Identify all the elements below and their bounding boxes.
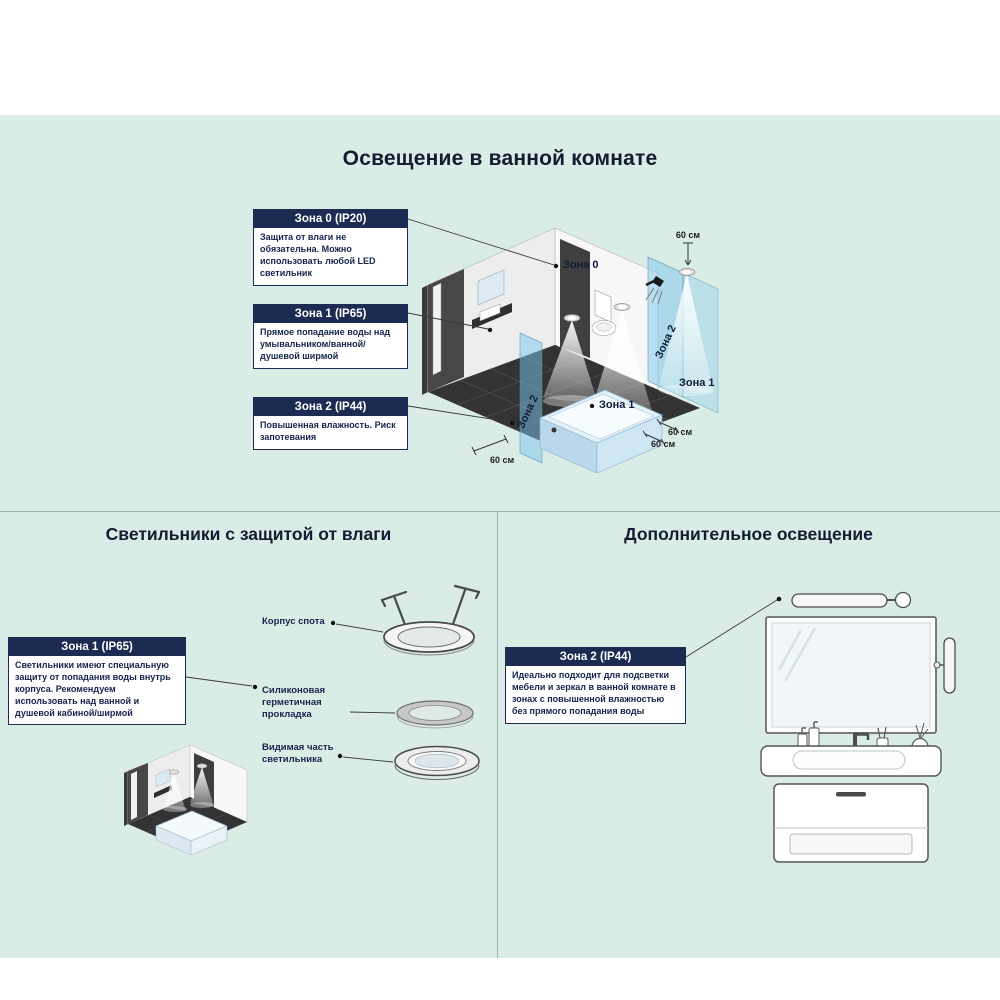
zone0-callout: Зона 0 (IP20) Защита от влаги не обязате…	[253, 209, 408, 286]
spot-housing-label: Корпус спота	[262, 616, 325, 627]
additional-section-title: Дополнительное освещение	[624, 524, 873, 544]
fixtures-section-title: Светильники с защитой от влаги	[105, 524, 392, 544]
additional-callout-connector	[685, 596, 782, 658]
callout-connectors	[407, 218, 595, 426]
washbasin-counter	[760, 745, 942, 777]
additional-zone2-callout-body: Идеально подходит для подсветки мебели и…	[512, 670, 676, 716]
visible-trim-ring	[394, 745, 480, 780]
fixtures-zone1-callout: Зона 1 (IP65) Светильники имеют специаль…	[8, 637, 186, 726]
ceiling-spot-icons	[563, 268, 696, 322]
toilet	[591, 289, 617, 336]
horizontal-divider	[0, 511, 1000, 512]
mirror-and-sink	[472, 269, 512, 329]
dimension-label-right-upper: 60 см	[668, 427, 693, 437]
zone2-callout-header: Зона 2 (IP44)	[254, 398, 407, 416]
vanity-illustration	[760, 591, 956, 863]
silicone-gasket	[396, 700, 474, 729]
zone1-right-diagram-label: Зона 1	[679, 377, 715, 389]
zone0-callout-header: Зона 0 (IP20)	[254, 210, 407, 228]
zone2-callout: Зона 2 (IP44) Повышенная влажность. Риск…	[253, 397, 408, 450]
dimension-label-top: 60 см	[675, 230, 701, 240]
zone1-callout-body: Прямое попадание воды над умывальником/в…	[260, 327, 391, 361]
vertical-divider	[497, 511, 498, 958]
bathtub	[538, 389, 664, 474]
fixtures-zone1-callout-body: Светильники имеют специальную защиту от …	[15, 660, 171, 718]
zone0-callout-body: Защита от влаги не обязательна. Можно ис…	[260, 232, 376, 278]
silicone-gasket-label: Силиконовая герметичная прокладка	[262, 685, 326, 720]
dimension-label-bottom-left: 60 см	[490, 455, 515, 465]
wall-sconce	[933, 637, 956, 694]
part-label-connectors	[185, 620, 396, 763]
spot-housing	[380, 584, 481, 632]
mirror-light	[791, 591, 912, 609]
dimension-lines	[471, 242, 693, 456]
vanity-cabinet	[773, 783, 929, 863]
page-title: Освещение в ванной комнате	[342, 147, 658, 170]
additional-zone2-callout: Зона 2 (IP44) Идеально подходит для подс…	[505, 647, 686, 724]
mini-bathroom-diagram	[124, 744, 248, 856]
shower-head-icon	[645, 276, 664, 305]
zone0-diagram-label: Зона 0	[563, 259, 599, 271]
spot-housing-ring	[383, 621, 475, 656]
zone2-callout-body: Повышенная влажность. Риск запотевания	[260, 420, 396, 442]
zone1-callout-header: Зона 1 (IP65)	[254, 305, 407, 323]
spot-exploded-diagram	[185, 584, 481, 780]
mirror	[765, 616, 937, 734]
additional-zone2-callout-header: Зона 2 (IP44)	[506, 648, 685, 666]
zone1-floor-diagram-label: Зона 1	[599, 399, 635, 411]
dimension-label-right-lower: 60 см	[651, 439, 676, 449]
fixtures-zone1-callout-header: Зона 1 (IP65)	[9, 638, 185, 656]
zone1-callout: Зона 1 (IP65) Прямое попадание воды над …	[253, 304, 408, 369]
visible-part-label: Видимая часть светильника	[262, 742, 334, 765]
bathroom-room-diagram	[407, 218, 719, 474]
